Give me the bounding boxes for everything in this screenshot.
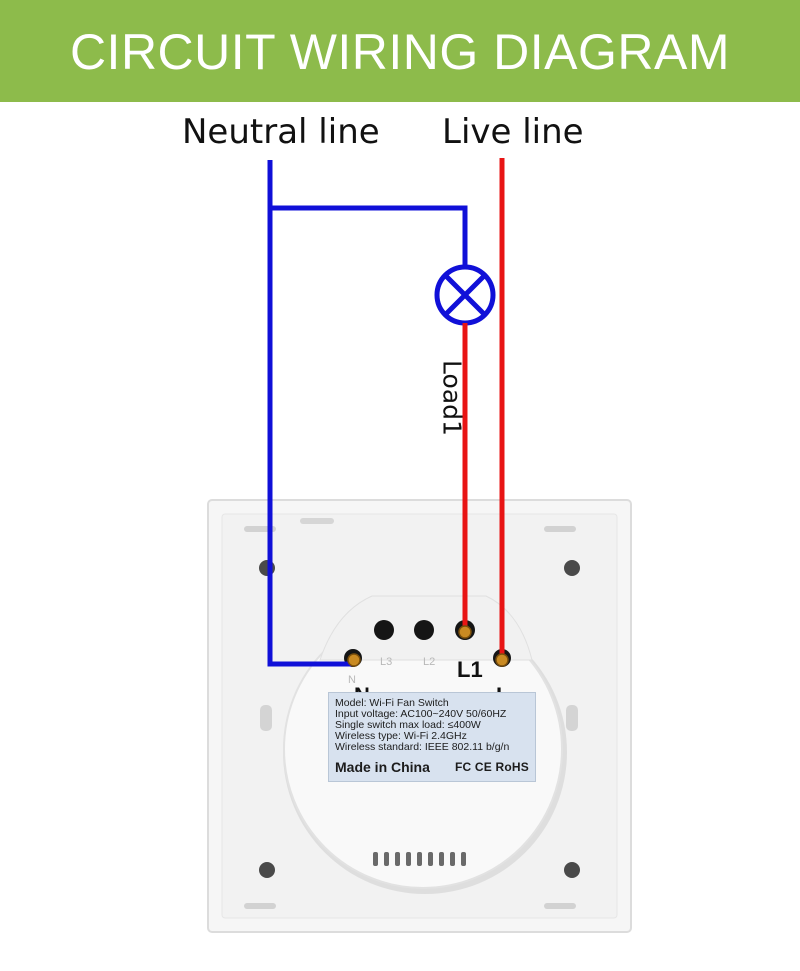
- mounting-hole-bottom-left: [259, 862, 275, 878]
- terminal-marking-n: N: [348, 674, 356, 686]
- terminal-marking-l2: L2: [423, 656, 436, 668]
- terminal-hole-l2: [414, 620, 434, 640]
- live-line-label: Live line: [442, 112, 584, 152]
- spec-max-load: Single switch max load: ≤400W: [335, 719, 481, 731]
- device-spec-label: Model: Wi-Fi Fan Switch Input voltage: A…: [328, 692, 536, 782]
- terminal-hole-l3: [374, 620, 394, 640]
- certification-marks: FC CE RoHS: [455, 760, 529, 774]
- vent-slots: [373, 852, 466, 866]
- plate-slot-left: [260, 705, 272, 731]
- spec-wireless-type: Wireless type: Wi-Fi 2.4GHz: [335, 730, 467, 742]
- load1-label: Load1: [437, 360, 467, 436]
- neutral-to-load-wire: [270, 205, 468, 270]
- mounting-hole-top-left: [259, 560, 275, 576]
- plate-slot-right: [566, 705, 578, 731]
- diagram-title: CIRCUIT WIRING DIAGRAM: [69, 24, 731, 80]
- lamp-cross-b: [444, 274, 486, 316]
- plate-slot-top-right: [544, 526, 576, 532]
- spec-input-voltage: Input voltage: AC100~240V 50/60HZ: [335, 708, 507, 720]
- plate-slot-bottom-left: [244, 903, 276, 909]
- screw-terminal-l1: [458, 625, 472, 639]
- plate-slot-bottom-right: [544, 903, 576, 909]
- terminal-label-l1: L1: [457, 657, 483, 682]
- spec-model: Model: Wi-Fi Fan Switch: [335, 697, 449, 709]
- neutral-wire: [267, 160, 356, 667]
- screw-terminal-n: [347, 653, 361, 667]
- spec-footer: Made in China FC CE RoHS: [335, 759, 529, 775]
- mounting-hole-bottom-right: [564, 862, 580, 878]
- neutral-line-label: Neutral line: [182, 112, 380, 152]
- title-banner: [0, 0, 800, 102]
- mounting-hole-top-right: [564, 560, 580, 576]
- made-in-china-text: Made in China: [335, 759, 430, 775]
- plate-slot-top-mid: [300, 518, 334, 524]
- spec-wireless-standard: Wireless standard: IEEE 802.11 b/g/n: [335, 741, 510, 753]
- screw-terminal-l: [495, 653, 509, 667]
- terminal-marking-l3: L3: [380, 656, 393, 668]
